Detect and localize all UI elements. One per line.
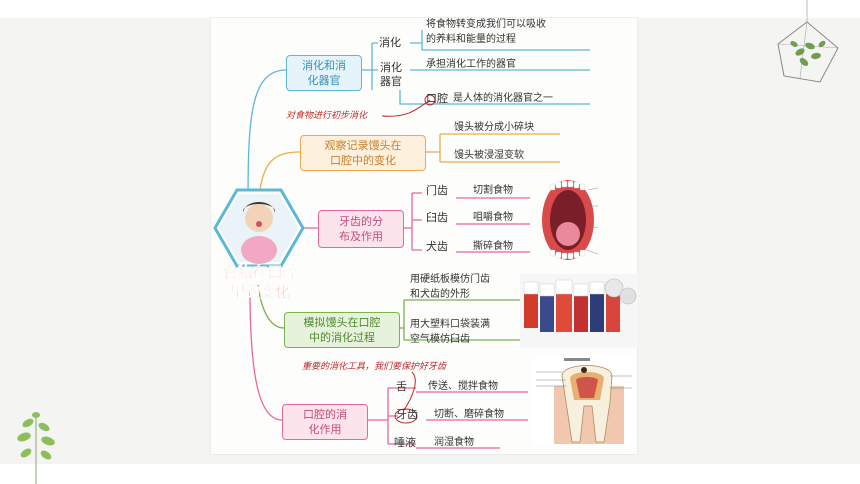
branch-teeth-line1: 牙齿的分	[339, 215, 383, 228]
mouth-label: 口腔	[426, 92, 448, 105]
center-hexagon	[213, 188, 305, 268]
digestion-desc-line2: 的养料和能量的过程	[426, 34, 516, 45]
teeth-label: 牙齿	[396, 408, 418, 421]
saliva-func: 润湿食物	[434, 437, 474, 448]
branch-mouth-function-line2: 化作用	[308, 423, 342, 436]
branch-teeth-line2: 布及作用	[339, 230, 383, 243]
simulate-item2-line1: 用大塑料口袋装满	[410, 319, 490, 330]
incisor-func: 切割食物	[473, 185, 513, 196]
simulate-item1-line1: 用硬纸板模仿门齿	[410, 274, 490, 285]
branch-mouth-function-line1: 口腔的消	[303, 408, 347, 421]
branch-digestion-organs-line2: 化器官	[307, 74, 341, 87]
canine-label: 犬齿	[426, 240, 448, 253]
digestion-desc-line1: 将食物转变成我们可以吸收	[426, 19, 546, 30]
incisor-label: 门齿	[426, 184, 448, 197]
center-title: 食物在口腔 里的变化	[215, 262, 305, 302]
branch-teeth: 牙齿的分布及作用	[318, 210, 404, 248]
simulate-item2-line2: 空气模仿臼齿	[410, 334, 470, 345]
organ-label-line1: 消化	[380, 61, 402, 74]
molar-label: 臼齿	[426, 211, 448, 224]
tongue-func: 传送、搅拌食物	[428, 381, 498, 392]
branch-simulate-line2: 中的消化过程	[309, 331, 375, 344]
canine-func: 撕碎食物	[473, 241, 513, 252]
bread-item1: 馒头被分成小碎块	[454, 122, 534, 133]
tooth-cross-section-image	[532, 356, 636, 446]
simulate-item1-line2: 和犬齿的外形	[410, 289, 470, 300]
branch-digestion-organs-line1: 消化和消	[302, 59, 346, 72]
protect-teeth-note: 重要的消化工具，我们要保护好牙齿	[302, 362, 447, 372]
bread-item2: 馒头被浸湿变软	[454, 150, 524, 161]
saliva-label: 唾液	[394, 436, 416, 449]
organ-desc: 承担消化工作的器官	[426, 59, 516, 70]
branch-observe-bread: 观察记录馒头在口腔中的变化	[300, 135, 426, 171]
branch-mouth-function: 口腔的消化作用	[282, 404, 368, 440]
plant-decoration	[17, 412, 55, 484]
teeth-model-photo	[520, 274, 638, 348]
branch-simulate-line1: 模拟馒头在口腔	[303, 316, 381, 329]
branch-simulate-digestion: 模拟馒头在口腔中的消化过程	[284, 312, 400, 348]
mouth-desc: 是人体的消化器官之一	[453, 93, 553, 104]
tongue-label: 舌	[396, 380, 407, 393]
digestion-label: 消化	[379, 36, 401, 49]
organ-label-line2: 器官	[380, 75, 402, 88]
hanging-plant-decoration	[777, 0, 839, 83]
branch-observe-bread-line2: 口腔中的变化	[330, 154, 396, 167]
branch-observe-bread-line1: 观察记录馒头在	[324, 139, 402, 152]
mouth-diagram-image	[542, 180, 599, 260]
center-title-line2: 里的变化	[229, 283, 290, 301]
initial-digestion-note: 对食物进行初步消化	[286, 111, 368, 121]
branch-digestion-organs: 消化和消化器官	[286, 55, 362, 91]
center-title-line1: 食物在口腔	[222, 263, 298, 281]
molar-func: 咀嚼食物	[473, 212, 513, 223]
teeth-func: 切断、磨碎食物	[434, 409, 504, 420]
